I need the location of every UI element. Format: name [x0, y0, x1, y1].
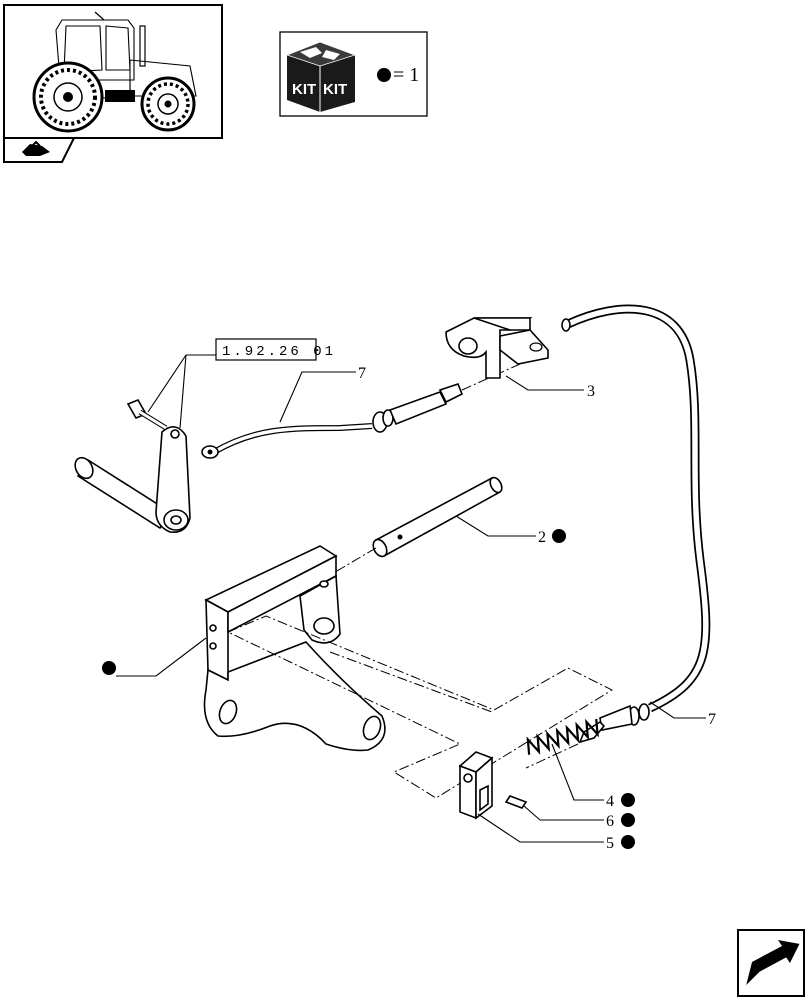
- callout-leader: [116, 637, 207, 677]
- reference-leader: [179, 354, 187, 429]
- kit-dot-icon: [377, 68, 391, 82]
- kit-dot-icon: [621, 813, 635, 827]
- spring: [526, 718, 599, 755]
- callout-7-upper: 7: [358, 365, 366, 382]
- callout-3: 3: [587, 383, 595, 400]
- outer-cable: [561, 304, 711, 744]
- axis-line: [525, 743, 579, 769]
- callout-5: 5: [606, 835, 614, 852]
- reference-leader: [147, 354, 187, 413]
- cable-bracket: [445, 317, 549, 379]
- pivot-pin: [372, 476, 503, 558]
- upper-cable: [201, 383, 464, 459]
- callout-leader: [279, 371, 356, 423]
- reference-code: 1.92.26 01: [222, 344, 336, 360]
- reference-link[interactable]: 1.92.26 01: [215, 338, 336, 361]
- assembly-plane: [226, 615, 614, 799]
- catalog-tractor-icon[interactable]: [3, 137, 76, 163]
- callout-2: 2: [538, 529, 546, 546]
- kit-label-right: KIT: [323, 81, 347, 98]
- callout-leader: [523, 805, 604, 821]
- kit-box-icon: KIT KIT: [285, 41, 357, 112]
- callout-7-lower: 7: [708, 711, 716, 728]
- kit-dot-icon: [102, 661, 116, 675]
- kit-dot-icon: [621, 793, 635, 807]
- callout-4: 4: [606, 793, 614, 810]
- callout-leader: [477, 813, 604, 843]
- pedal-lever: [74, 398, 191, 534]
- callout-leader: [455, 515, 536, 537]
- kit-label-left: KIT: [292, 81, 316, 98]
- callout-leader: [649, 701, 706, 719]
- kit-legend-text: = 1: [393, 64, 419, 86]
- clamp-pin: [504, 795, 528, 809]
- next-page-arrow-icon: [745, 940, 801, 987]
- callout-leader: [505, 375, 584, 391]
- kit-dot-icon: [621, 835, 635, 849]
- callout-leader: [551, 743, 604, 801]
- clamp-block: [458, 751, 494, 820]
- main-bracket: [203, 545, 386, 752]
- next-page-button[interactable]: [737, 929, 805, 997]
- callout-6: 6: [606, 813, 614, 830]
- kit-dot-icon: [552, 529, 566, 543]
- kit-legend-box: KIT KIT = 1: [279, 31, 428, 117]
- tractor-thumbnail[interactable]: [3, 4, 223, 139]
- axis-line: [329, 651, 493, 713]
